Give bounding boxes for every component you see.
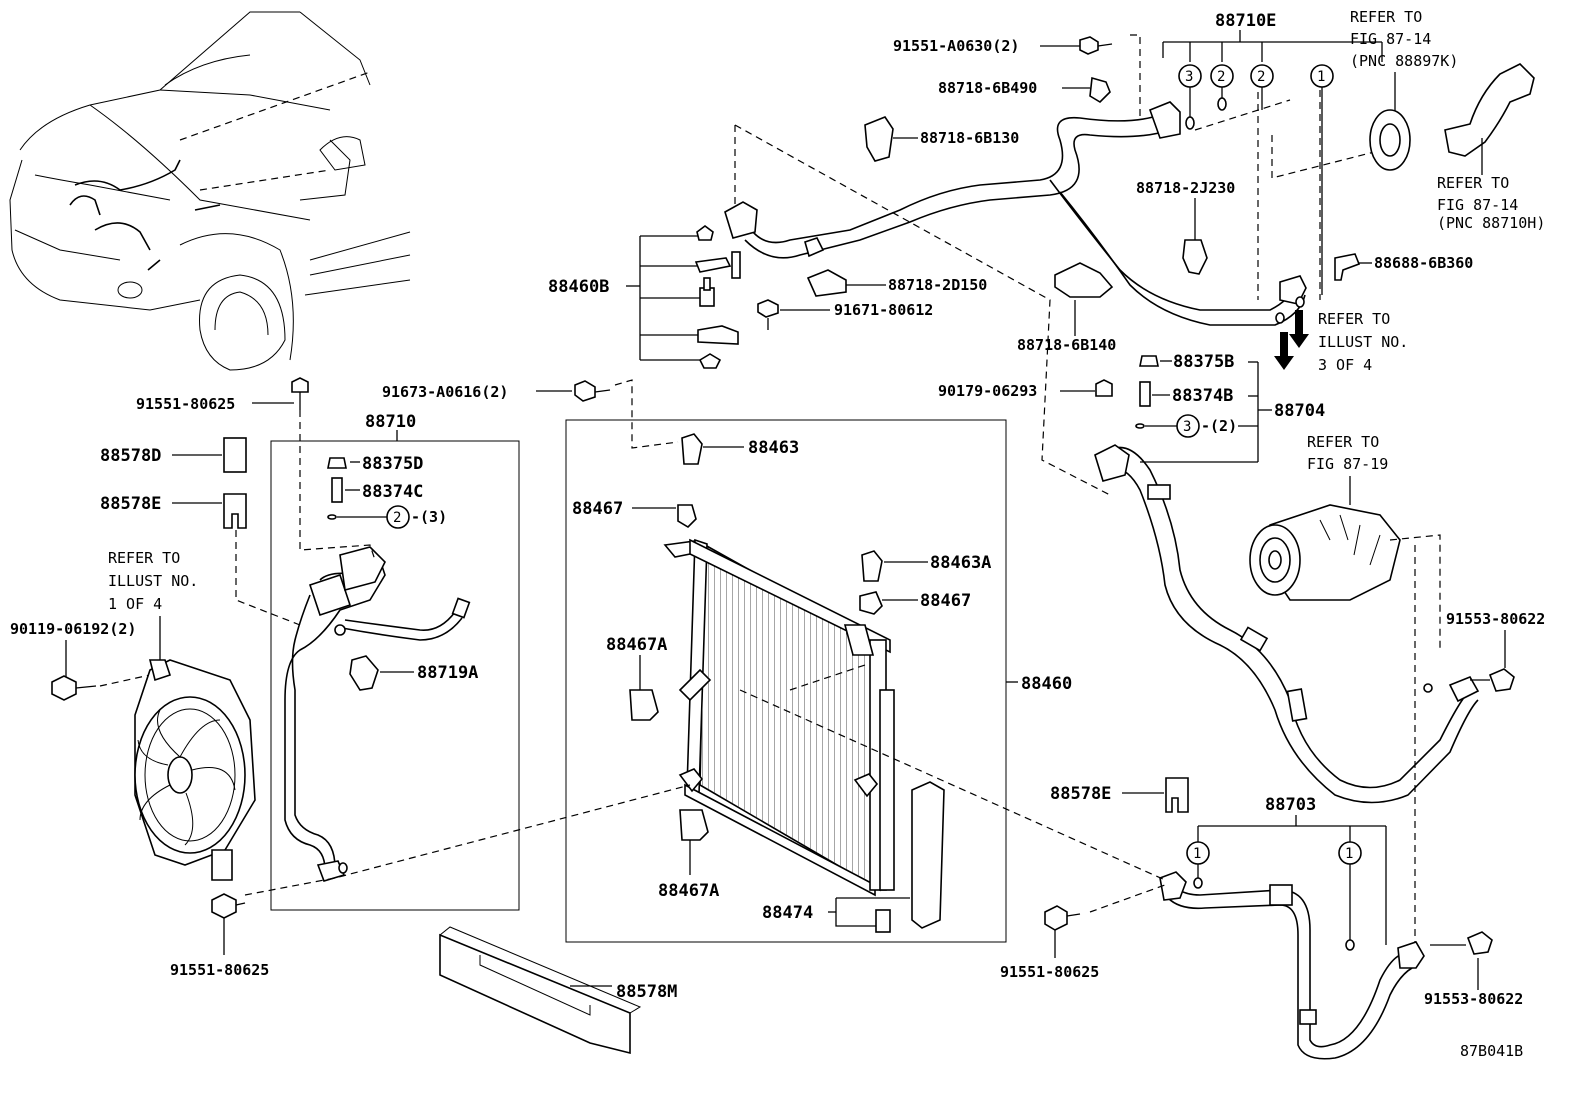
- svg-text:FIG 87-14: FIG 87-14: [1437, 196, 1518, 214]
- condenser-88460-box: [565, 419, 1007, 943]
- pad-88578D: [223, 437, 247, 473]
- ref-fig-87-14-a: REFER TO FIG 87-14 (PNC 88897K): [1350, 8, 1458, 171]
- svg-text:REFER TO: REFER TO: [1307, 433, 1379, 451]
- label-88463A: 88463A: [930, 553, 991, 573]
- svg-text:1: 1: [1317, 69, 1325, 85]
- label-88467-a: 88467: [572, 499, 623, 519]
- label-88460B: 88460B: [548, 277, 609, 297]
- label-88467A-b: 88467A: [658, 881, 719, 901]
- label-88578D: 88578D: [100, 446, 161, 466]
- label-88718-2J230: 88718-2J230: [1136, 179, 1235, 197]
- vehicle-illustration: [9, 11, 411, 371]
- svg-text:(PNC 88710H): (PNC 88710H): [1437, 214, 1545, 232]
- svg-text:3 OF 4: 3 OF 4: [1318, 356, 1372, 374]
- svg-text:-(3): -(3): [411, 508, 447, 526]
- label-88688-6B360: 88688-6B360: [1374, 254, 1473, 272]
- svg-text:(PNC 88897K): (PNC 88897K): [1350, 52, 1458, 70]
- circle-2-88710: [386, 505, 410, 529]
- circle-callouts-88710E: 3 2 2 1: [1178, 64, 1334, 324]
- hose-88704: [1094, 444, 1480, 804]
- label-91551-80625-a: 91551-80625: [136, 395, 235, 413]
- label-88710E: 88710E: [1215, 11, 1276, 31]
- condenser-core: [663, 538, 1166, 897]
- label-88578M: 88578M: [616, 982, 677, 1002]
- svg-text:ILLUST NO.: ILLUST NO.: [108, 572, 198, 590]
- label-91553-80622-b: 91553-80622: [1424, 990, 1523, 1008]
- cushion-88467A-a: [629, 689, 659, 721]
- svg-text:1 OF 4: 1 OF 4: [108, 595, 162, 613]
- svg-text:3: 3: [1185, 69, 1193, 85]
- svg-text:1: 1: [1345, 846, 1353, 862]
- label-91551-80625-c: 91551-80625: [1000, 963, 1099, 981]
- pad-88578E-b: [1165, 777, 1189, 813]
- svg-text:1: 1: [1193, 846, 1201, 862]
- label-91553-80622-a: 91553-80622: [1446, 610, 1545, 628]
- ref-illust-3-of-4: REFER TO ILLUST NO. 3 OF 4: [1274, 310, 1408, 374]
- cushion-88467A-b: [679, 809, 709, 841]
- svg-text:2: 2: [393, 510, 401, 526]
- label-88474: 88474: [762, 903, 813, 923]
- label-88375D: 88375D: [362, 454, 423, 474]
- label-90119-06192: 90119-06192(2): [10, 620, 136, 638]
- valve-core-88374C: [331, 477, 343, 503]
- label-88460: 88460: [1021, 674, 1072, 694]
- label-88719A: 88719A: [417, 663, 478, 683]
- svg-text:FIG 87-14: FIG 87-14: [1350, 30, 1431, 48]
- label-88578E-b: 88578E: [1050, 784, 1111, 804]
- svg-text:REFER TO: REFER TO: [1318, 310, 1390, 328]
- label-88718-6B140: 88718-6B140: [1017, 336, 1116, 354]
- cooling-fan: [134, 659, 256, 881]
- switch-88719A: [349, 655, 379, 691]
- svg-text:FIG 87-19: FIG 87-19: [1307, 455, 1388, 473]
- liquid-pipe-88710-box: [270, 440, 520, 911]
- svg-text:REFER TO: REFER TO: [1437, 174, 1509, 192]
- cushion-88467-a: [677, 504, 697, 529]
- label-88467-b: 88467: [920, 591, 971, 611]
- label-88467A-a: 88467A: [606, 635, 667, 655]
- seal-88578M: [439, 933, 631, 1055]
- bracket-88463: [681, 433, 703, 465]
- hose-88703: [1159, 871, 1425, 1060]
- cushion-88467-b: [859, 591, 883, 615]
- label-91673-A0616: 91673-A0616(2): [382, 383, 508, 401]
- svg-text:2: 2: [1217, 69, 1225, 85]
- label-88710: 88710: [365, 412, 416, 432]
- label-88463: 88463: [748, 438, 799, 458]
- svg-text:2: 2: [1257, 69, 1265, 85]
- bracket-88718-6B140: [1054, 262, 1114, 298]
- ref-fig-87-19: REFER TO FIG 87-19: [1249, 433, 1441, 950]
- svg-text:ILLUST NO.: ILLUST NO.: [1318, 333, 1408, 351]
- pipe-88710E: [724, 34, 1391, 326]
- label-88374B: 88374B: [1172, 386, 1233, 406]
- bracket-88703: 1 1: [1186, 815, 1387, 951]
- label-88704: 88704: [1274, 401, 1325, 421]
- pad-88578E-a: [223, 493, 247, 529]
- label-88374C: 88374C: [362, 482, 423, 502]
- label-91551-A0630: 91551-A0630(2): [893, 37, 1019, 55]
- label-88703: 88703: [1265, 795, 1316, 815]
- receiver-88474: [911, 781, 945, 929]
- label-88375B: 88375B: [1173, 352, 1234, 372]
- ref-illust-1-of-4: REFER TO ILLUST NO. 1 OF 4: [108, 549, 198, 665]
- svg-text:3: 3: [1183, 419, 1191, 435]
- svg-text:REFER TO: REFER TO: [1350, 8, 1422, 26]
- label-90179-06293: 90179-06293: [938, 382, 1037, 400]
- ref-fig-87-14-b: REFER TO FIG 87-14 (PNC 88710H): [1437, 63, 1545, 232]
- label-91671-80612: 91671-80612: [834, 301, 933, 319]
- desiccant-88474: [875, 909, 891, 933]
- bracket-88704: [1140, 361, 1272, 463]
- liquid-pipe-88710: [235, 410, 691, 896]
- svg-text:REFER TO: REFER TO: [108, 549, 180, 567]
- figure-code: 87B041B: [1460, 1042, 1523, 1060]
- valve-cap-88375D: [327, 457, 347, 469]
- bracket-88463A: [861, 550, 883, 582]
- label-88578E-a: 88578E: [100, 494, 161, 514]
- label-91551-80625-b: 91551-80625: [170, 961, 269, 979]
- label-88718-6B130: 88718-6B130: [920, 129, 1019, 147]
- label-88718-6B490: 88718-6B490: [938, 79, 1037, 97]
- svg-text:-(2): -(2): [1201, 417, 1237, 435]
- label-88718-2D150: 88718-2D150: [888, 276, 987, 294]
- bracket-88710E: [1162, 30, 1383, 62]
